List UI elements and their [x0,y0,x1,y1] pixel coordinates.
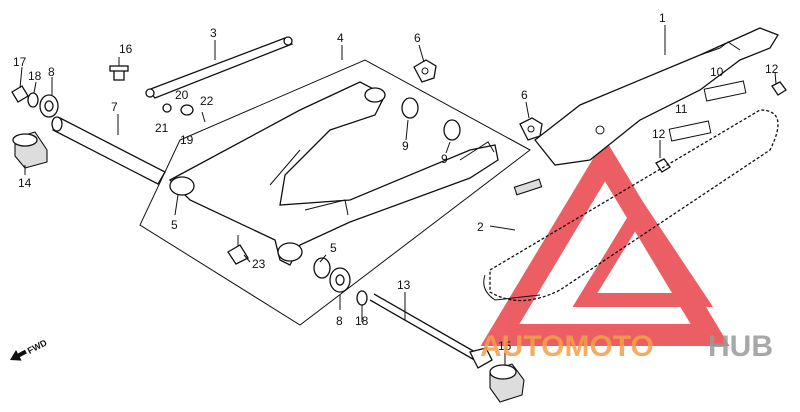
callout-3: 3 [210,26,217,40]
callout-15: 15 [498,339,512,353]
callout-10: 10 [710,65,724,79]
chain-case [534,27,779,166]
pivot-cap-14 [12,131,48,169]
callout-8b: 8 [336,314,343,328]
bushing-stack-right [313,257,368,306]
fwd-label: FWD [26,337,49,356]
callout-6b: 6 [521,88,528,102]
callout-22: 22 [200,94,214,108]
callout-12b: 12 [652,127,666,141]
adjuster-plate-6b [519,117,543,141]
callout-6a: 6 [414,31,421,45]
callout-23: 23 [252,257,266,271]
watermark-text: AUTOMOTO HUB [480,330,773,363]
case-bolt-12a [771,81,787,96]
callout-9a: 9 [402,139,409,153]
callout-4: 4 [337,31,344,45]
callout-18a: 18 [28,69,42,83]
callout-20: 20 [175,88,189,102]
grease-fitting-23 [227,235,249,265]
bushing-9b [443,119,461,141]
callout-8a: 8 [48,65,55,79]
callout-17: 17 [13,55,27,69]
callout-9b: 9 [441,152,448,166]
callout-14: 14 [18,176,32,190]
drive-chain [483,109,779,302]
adjuster-plate-6a [413,59,437,83]
pivot-shaft [51,116,166,185]
callout-19: 19 [180,133,194,147]
grease-nipple-group [162,103,206,123]
fwd-indicator: FWD [10,337,49,361]
callout-16: 16 [119,42,133,56]
callout-12a: 12 [765,62,779,76]
callout-18b: 18 [355,314,369,328]
swingarm [168,81,499,266]
pivot-cap-15 [489,363,525,403]
callout-13: 13 [397,278,411,292]
callout-5b: 5 [330,241,337,255]
leader-lines [19,25,777,365]
bushing-9a [401,97,419,119]
callout-11: 11 [675,102,688,116]
callout-labels: 1 2 3 4 5 5 6 6 7 8 8 9 9 10 11 12 12 13… [13,11,779,353]
callout-7: 7 [111,100,118,114]
callout-21: 21 [155,121,169,135]
callout-1: 1 [659,11,666,25]
pivot-bolt-13 [369,293,493,369]
bushing-stack-left [11,85,59,118]
bolt-16 [109,57,129,81]
chain-stay-bar [145,36,294,99]
watermark-part-b: HUB [708,330,773,363]
watermark-part-a: AUTOMOTO [480,330,654,363]
callout-5a: 5 [171,218,178,232]
group-frame-outline [139,59,531,326]
callout-2: 2 [477,220,484,234]
